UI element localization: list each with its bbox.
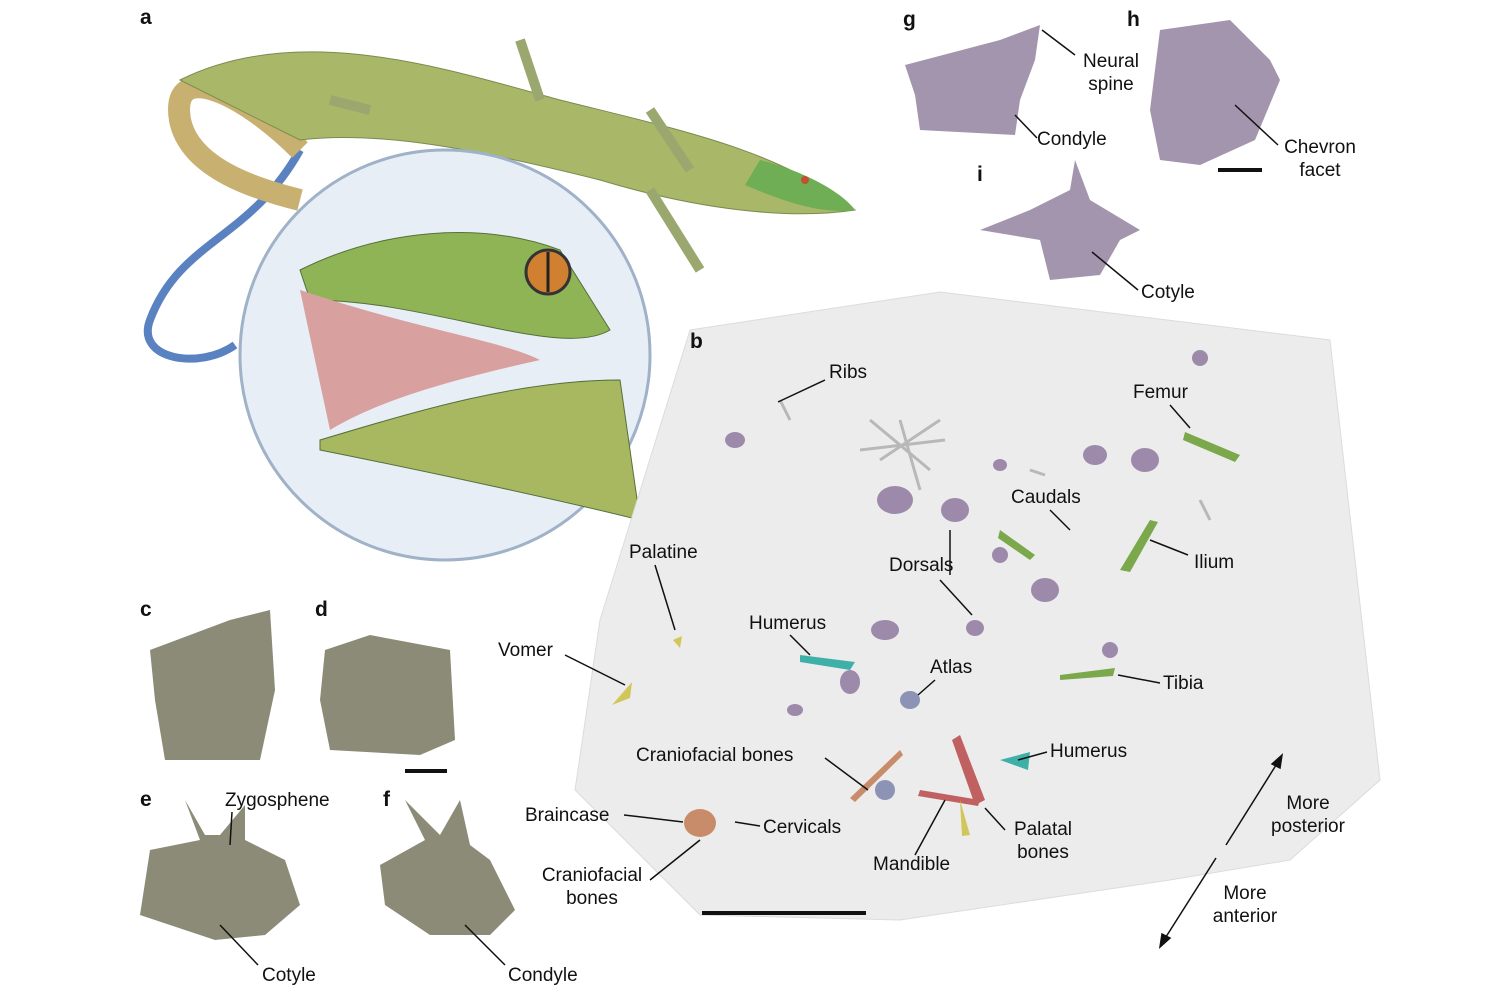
panel-label-g: g bbox=[903, 8, 916, 31]
scale-bars bbox=[405, 168, 1262, 915]
label-line: More bbox=[1223, 883, 1267, 904]
label-ilium: Ilium bbox=[1194, 552, 1235, 573]
panel-label-h: h bbox=[1127, 8, 1140, 31]
label-condyle-f: Condyle bbox=[508, 965, 578, 986]
label-line: Palatal bbox=[1013, 819, 1073, 840]
label-line: More bbox=[1286, 793, 1330, 814]
label-vomer: Vomer bbox=[498, 640, 553, 661]
label-line: Neural bbox=[1083, 51, 1139, 72]
panel-label-i: i bbox=[977, 163, 983, 186]
label-ribs: Ribs bbox=[829, 362, 868, 383]
label-craniofacial-bones: Craniofacial bones bbox=[636, 745, 794, 766]
label-condyle-g: Condyle bbox=[1037, 129, 1107, 150]
label-femur: Femur bbox=[1133, 382, 1188, 403]
label-zygosphene: Zygosphene bbox=[225, 790, 330, 811]
label-line: bones bbox=[1017, 842, 1069, 863]
label-line: Craniofacial bbox=[541, 865, 643, 886]
label-atlas: Atlas bbox=[930, 657, 973, 678]
label-line: spine bbox=[1088, 74, 1134, 95]
label-tibia: Tibia bbox=[1163, 673, 1204, 694]
label-humerus-left: Humerus bbox=[749, 613, 827, 634]
panel-label-d: d bbox=[315, 598, 328, 621]
leader-lines bbox=[219, 29, 1279, 966]
panel-label-c: c bbox=[140, 598, 152, 621]
label-caudals: Caudals bbox=[1011, 487, 1081, 508]
vertebrae-c-f bbox=[140, 610, 515, 940]
label-line: Chevron bbox=[1284, 137, 1356, 158]
orientation-arrows bbox=[1158, 753, 1284, 949]
fossil-slab bbox=[574, 291, 1381, 921]
label-humerus-right: Humerus bbox=[1050, 741, 1128, 762]
label-line: bones bbox=[566, 888, 618, 909]
label-line: posterior bbox=[1271, 816, 1345, 837]
label-cotyle-i: Cotyle bbox=[1141, 282, 1195, 303]
label-line: facet bbox=[1299, 160, 1341, 181]
panel-label-e: e bbox=[140, 788, 152, 811]
vertebrae-g-i bbox=[905, 20, 1280, 280]
label-cotyle-e: Cotyle bbox=[262, 965, 316, 986]
label-mandible: Mandible bbox=[873, 854, 951, 875]
label-palatine: Palatine bbox=[629, 542, 698, 563]
panel-label-b: b bbox=[690, 330, 703, 353]
head-closeup-inset bbox=[238, 148, 652, 562]
label-dorsals: Dorsals bbox=[889, 555, 954, 576]
label-braincase: Braincase bbox=[525, 805, 610, 826]
panel-label-f: f bbox=[383, 788, 390, 811]
lizard-illustration bbox=[143, 38, 857, 363]
panel-label-a: a bbox=[140, 6, 152, 29]
label-line: anterior bbox=[1212, 906, 1278, 927]
label-cervicals: Cervicals bbox=[763, 817, 842, 838]
